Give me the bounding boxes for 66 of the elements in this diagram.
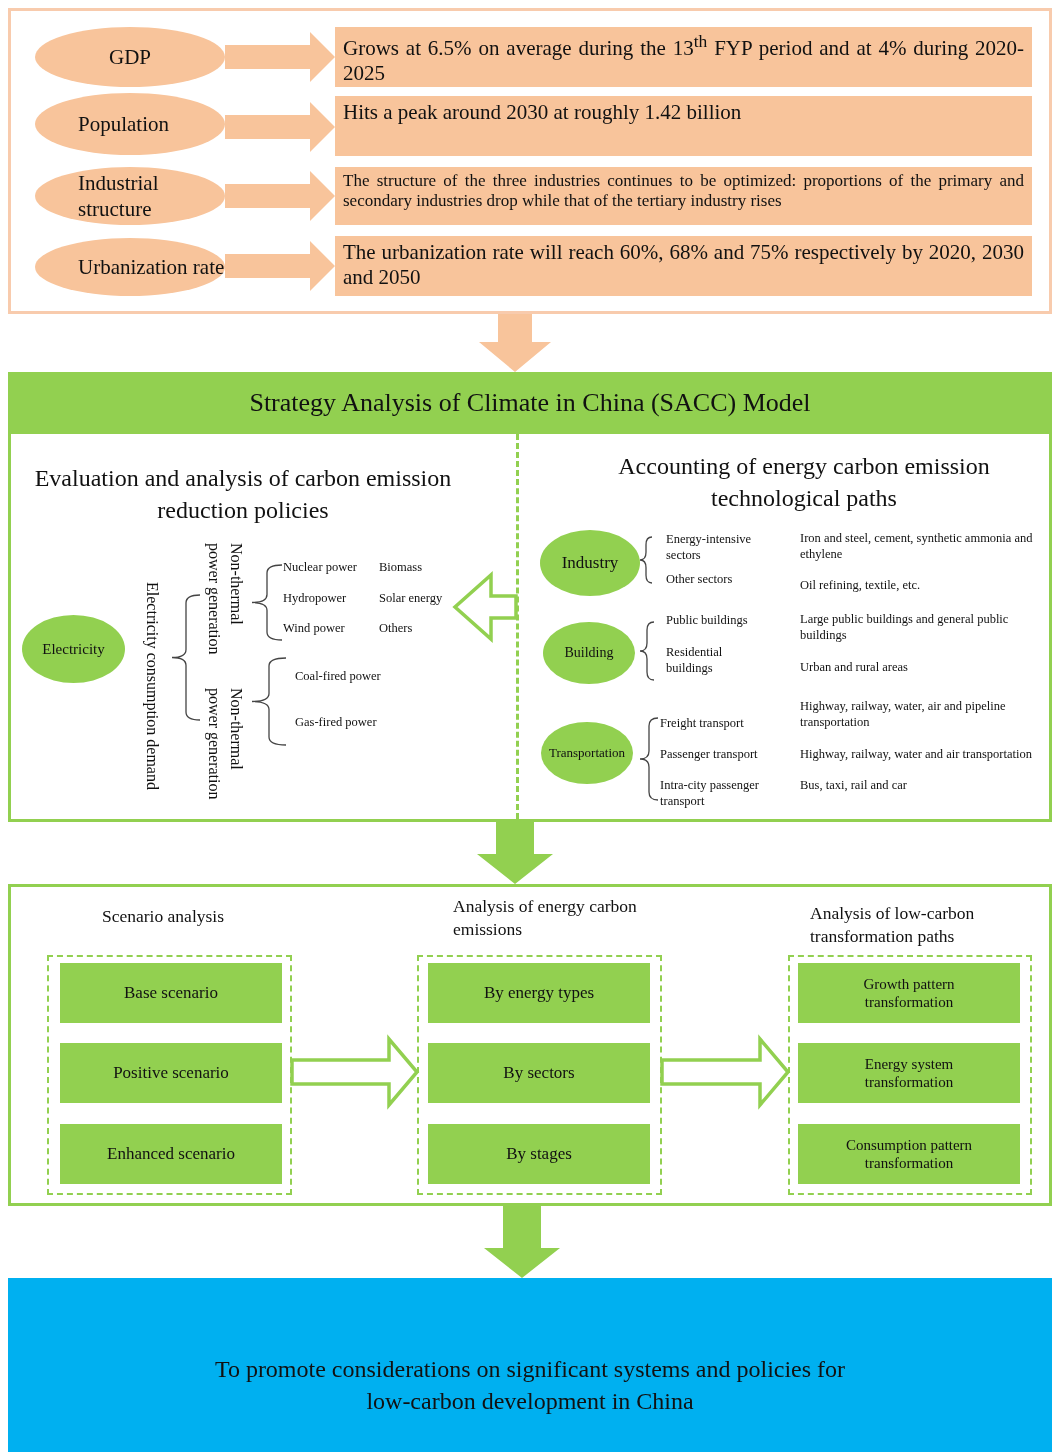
rotated-label: Non-thermal power generation [204, 543, 246, 657]
item-label: Solar energy [379, 591, 444, 607]
factor-ellipse: Urbanization rate [35, 238, 225, 296]
item-label: Other sectors [666, 572, 734, 588]
description-box: Grows at 6.5% on average during the 13$^{th}$ FYP period and at 4% during 2020-2025 [335, 27, 1032, 87]
factor-ellipse: Electricity [22, 615, 125, 683]
item-label: Passenger transport [660, 747, 759, 763]
item-label: Highway, railway, water, air and pipeline transportation [800, 699, 1007, 731]
item-label: Freight transport [660, 716, 745, 732]
item-label: Energy-intensive sectors [666, 532, 753, 564]
block-arrow [225, 241, 335, 291]
item-label: Biomass [379, 560, 424, 576]
factor-ellipse: GDP [35, 27, 225, 87]
item-label: Nuclear power [283, 560, 358, 576]
item-box: Positive scenario [60, 1043, 282, 1103]
block-arrow [484, 1206, 560, 1278]
factor-ellipse: Population [35, 93, 225, 155]
item-box: By sectors [428, 1043, 650, 1103]
block-arrow [225, 102, 335, 152]
description-box: The structure of the three industries continues to be optimized: proportions of the primary and secondary industries drop while that of the tertiary industry rises [335, 167, 1032, 225]
hollow-arrow [660, 1034, 791, 1110]
item-box: Growth pattern transformation [798, 963, 1020, 1023]
block-arrow [225, 171, 335, 221]
panel-frame [8, 8, 1052, 314]
item-label: Large public buildings and general public buildings [800, 612, 1010, 644]
hollow-arrow [290, 1034, 420, 1110]
group-heading: Analysis of low-carbon transformation paths [810, 902, 976, 948]
hollow-arrow [452, 571, 518, 643]
factor-ellipse: Transportation [541, 722, 633, 784]
title-band: Strategy Analysis of Climate in China (SACC) Model [8, 372, 1052, 434]
item-label: Urban and rural areas [800, 660, 909, 676]
item-label: Gas-fired power [295, 715, 378, 731]
block-arrow [479, 314, 551, 372]
item-box: By energy types [428, 963, 650, 1023]
description-box: The urbanization rate will reach 60%, 68% and 75% respectively by 2020, 2030 and 2050 [335, 236, 1032, 296]
block-arrow [477, 822, 553, 884]
item-label: Bus, taxi, rail and car [800, 778, 908, 794]
panel-frame [8, 884, 1052, 1206]
item-label: Iron and steel, cement, synthetic ammonia and ethylene [800, 531, 1034, 563]
item-label: Hydropower [283, 591, 348, 607]
item-box: Consumption pattern transformation [798, 1124, 1020, 1184]
item-box: Enhanced scenario [60, 1124, 282, 1184]
item-label: Coal-fired power [295, 669, 382, 685]
model-panel [8, 372, 1052, 822]
group-heading: Analysis of energy carbon emissions [453, 895, 638, 941]
section-heading: Accounting of energy carbon emission technological paths [617, 452, 991, 514]
item-label: Wind power [283, 621, 346, 637]
factor-ellipse: Building [543, 622, 635, 684]
item-label: Oil refining, textile, etc. [800, 578, 922, 594]
factor-ellipse: Industrial structure [35, 167, 225, 225]
block-arrow [225, 32, 335, 82]
factor-ellipse: Industry [540, 530, 640, 596]
item-box: Energy system transformation [798, 1043, 1020, 1103]
item-label: Intra-city passenger transport [660, 778, 760, 810]
conclusion-box: To promote considerations on significant systems and policies for low-carbon development in China [8, 1278, 1052, 1452]
rotated-label: Electricity consumption demand [142, 581, 162, 792]
item-label: Others [379, 621, 414, 637]
item-box: By stages [428, 1124, 650, 1184]
item-label: Residential buildings [666, 645, 724, 677]
item-label: Public buildings [666, 613, 749, 629]
rotated-label: Non-thermal power generation [204, 688, 246, 802]
group-heading: Scenario analysis [102, 905, 225, 928]
description-box: Hits a peak around 2030 at roughly 1.42 billion [335, 96, 1032, 156]
item-box: Base scenario [60, 963, 282, 1023]
item-label: Highway, railway, water and air transportation [800, 747, 1033, 763]
section-heading: Evaluation and analysis of carbon emission reduction policies [33, 464, 453, 526]
